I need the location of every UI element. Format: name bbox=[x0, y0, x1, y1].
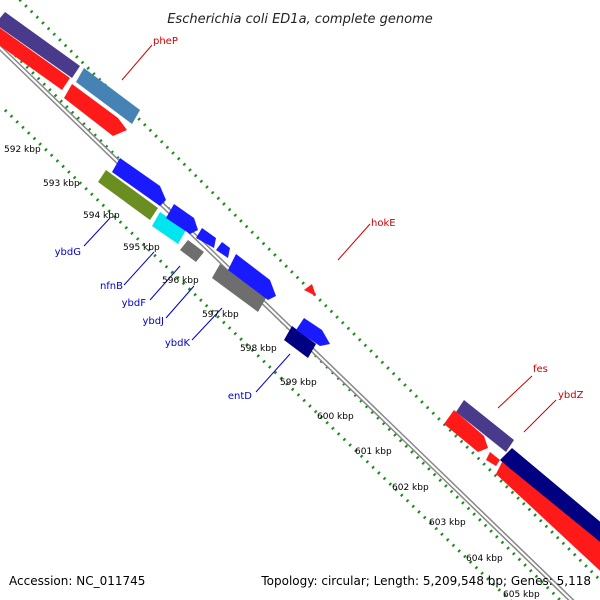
tick-label: 603 kbp bbox=[429, 518, 466, 528]
label-ybdF: ybdF bbox=[122, 298, 147, 309]
label-nfnB: nfnB bbox=[100, 281, 123, 292]
red-leader-lines bbox=[121, 44, 557, 433]
feature-red-arrow-pheP bbox=[64, 84, 127, 136]
feature-blue-arrow-2 bbox=[166, 204, 198, 234]
feature-blue-arrow-4 bbox=[216, 242, 230, 258]
feature-blue-arrow-6 bbox=[296, 318, 330, 346]
label-ybdZ: ybdZ bbox=[558, 390, 584, 401]
feature-pheP bbox=[76, 68, 140, 124]
feature-blue-arrow-1 bbox=[112, 158, 166, 206]
label-ybdJ: ybdJ bbox=[142, 316, 164, 327]
feature-ybdF bbox=[180, 240, 204, 262]
label-fes: fes bbox=[533, 364, 548, 375]
label-entD: entD bbox=[228, 391, 252, 402]
blue-leader-lines bbox=[83, 217, 291, 393]
label-ybdK: ybdK bbox=[165, 338, 191, 349]
map-title: Escherichia coli ED1a, complete genome bbox=[167, 12, 433, 27]
feature-red-arrow-fes bbox=[444, 410, 488, 452]
feature-dark-outer-top bbox=[0, 12, 80, 78]
tick-label: 597 kbp bbox=[202, 310, 239, 320]
feature-red-large bbox=[496, 462, 600, 571]
backbone bbox=[0, 44, 575, 600]
tick-label: 605 kbp bbox=[503, 590, 540, 600]
feature-blue-arrow-3 bbox=[196, 228, 216, 248]
tick-label: 598 kbp bbox=[240, 344, 277, 354]
tick-label: 592 kbp bbox=[4, 145, 41, 155]
feature-red-top bbox=[0, 28, 70, 90]
tick-label: 593 kbp bbox=[43, 179, 80, 189]
feature-nfnB bbox=[152, 212, 186, 244]
feature-ybdZ bbox=[486, 452, 500, 466]
topology-text: Topology: circular; Length: 5,209,548 bp… bbox=[260, 574, 591, 588]
tick-label: 599 kbp bbox=[280, 378, 317, 388]
tick-label: 604 kbp bbox=[466, 554, 503, 564]
feature-ybdK bbox=[212, 264, 266, 312]
label-hokE: hokE bbox=[371, 218, 396, 229]
tick-label: 600 kbp bbox=[317, 412, 354, 422]
tick-label: 594 kbp bbox=[83, 211, 120, 221]
feature-blue-arrow-5 bbox=[228, 254, 276, 300]
feature-entD bbox=[284, 326, 316, 358]
label-ybdG: ybdG bbox=[55, 247, 81, 258]
feature-fes bbox=[456, 400, 514, 452]
tick-label: 596 kbp bbox=[162, 276, 199, 286]
feature-ybdG bbox=[98, 170, 158, 220]
feature-hokE bbox=[304, 284, 316, 296]
tick-label: 595 kbp bbox=[123, 243, 160, 253]
accession-text: Accession: NC_011745 bbox=[9, 574, 145, 588]
tick-label: 602 kbp bbox=[392, 483, 429, 493]
tick-label: 601 kbp bbox=[355, 447, 392, 457]
label-pheP: pheP bbox=[153, 36, 178, 47]
